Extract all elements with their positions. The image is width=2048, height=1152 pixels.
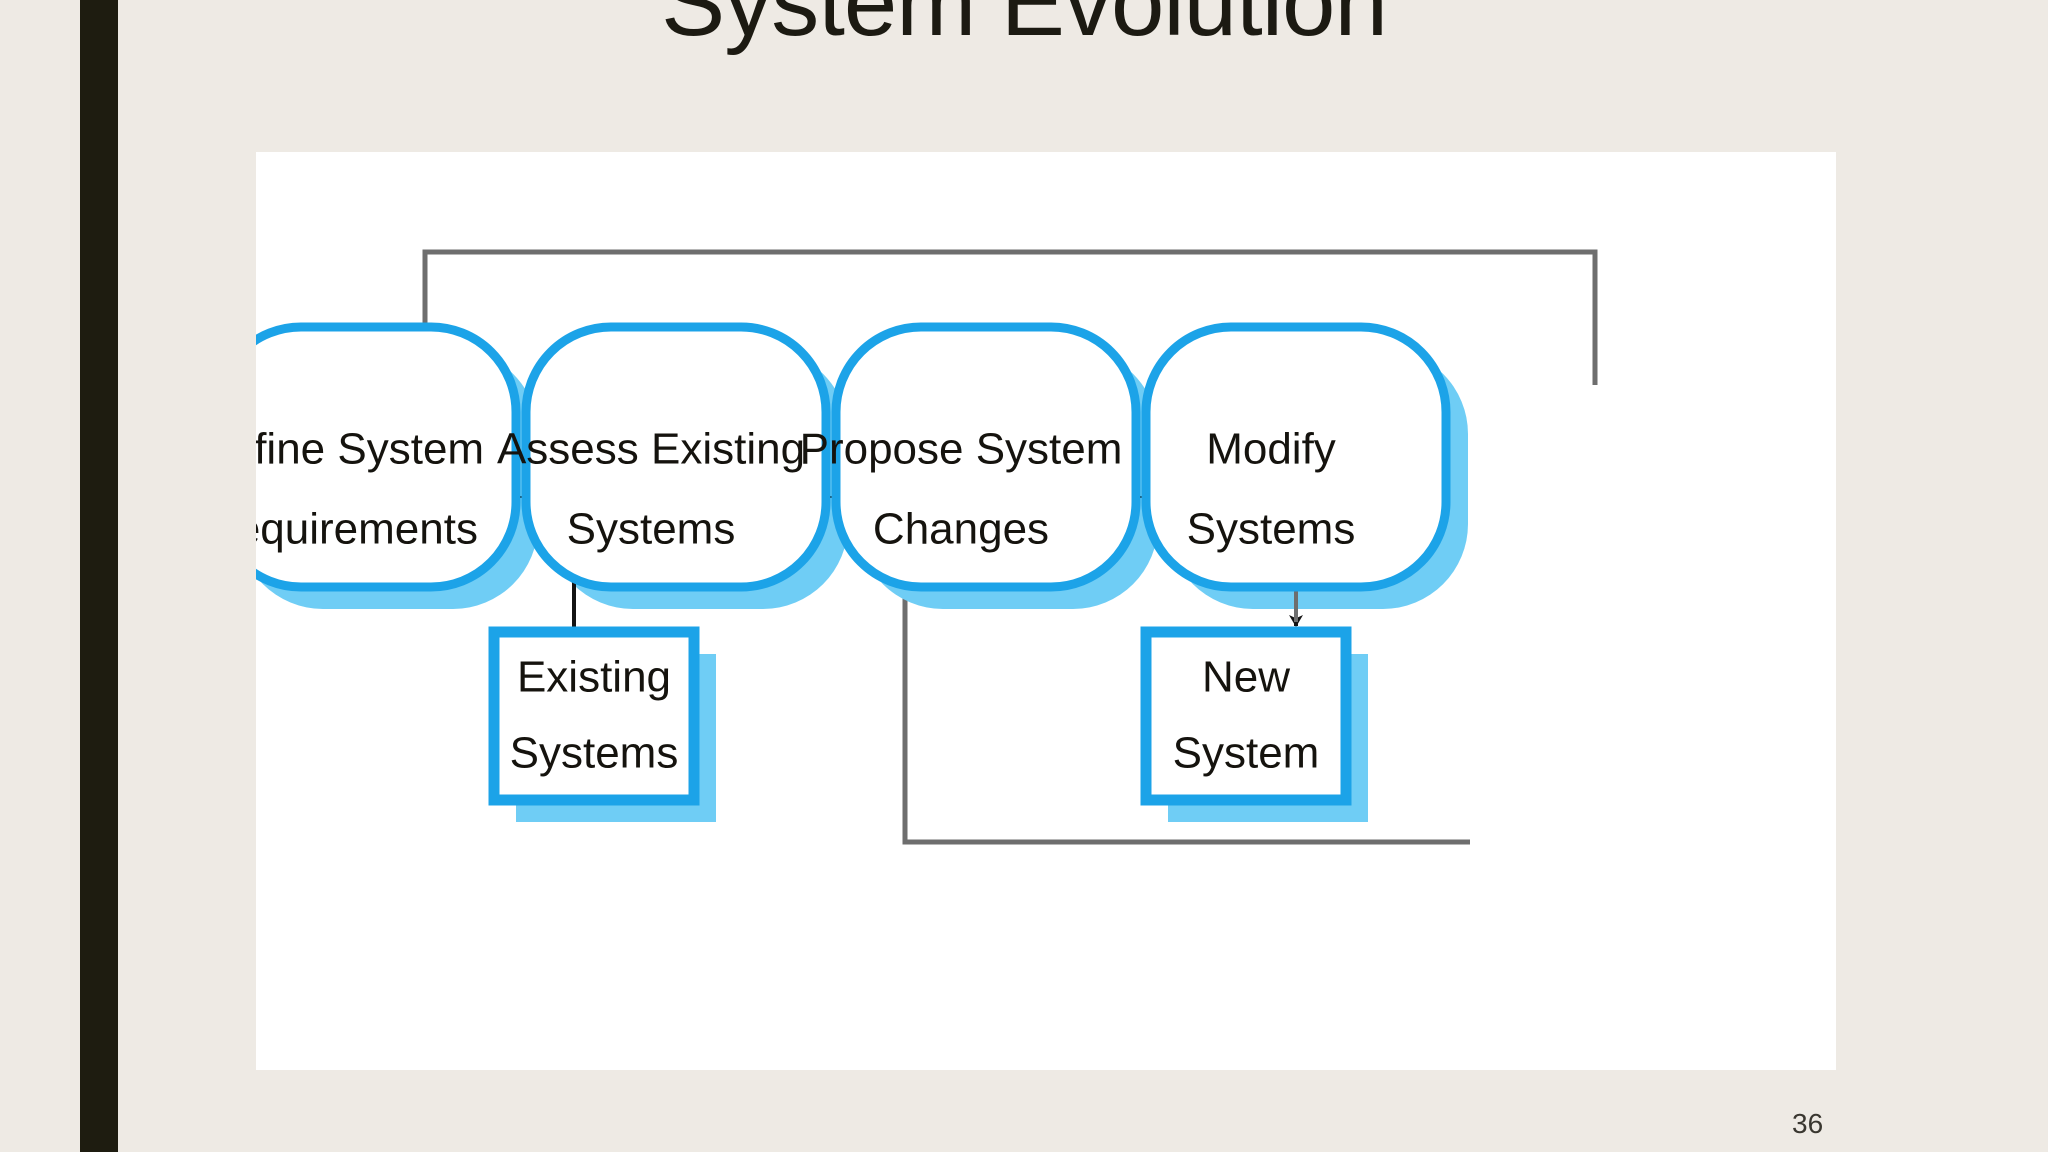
node-label-line1: Existing [517,653,671,702]
process-node-define-system-requirements[interactable]: Define System Requirements [256,322,521,592]
page-title: System Evolution [661,0,1388,56]
node-label-line2: Systems [567,505,736,554]
node-label-line2: Requirements [256,505,478,554]
slide-accent-bar [80,0,118,1152]
data-node-new-system[interactable]: New System [1140,626,1352,806]
slide-page-number: 36 [1792,1108,1824,1139]
node-label-line1: Define System [256,425,484,474]
process-node-propose-system-changes[interactable]: Propose System Changes [800,322,1141,592]
node-label-line2: Changes [873,505,1049,554]
process-node-modify-systems[interactable]: Modify Systems [1141,322,1451,592]
data-node-existing-systems[interactable]: Existing Systems [488,626,700,806]
diagram-panel: Define System Requirements Assess Existi… [256,152,1836,1070]
node-label-line1: New [1202,653,1290,702]
system-evolution-flowchart: Define System Requirements Assess Existi… [256,249,1598,845]
process-node-assess-existing-systems[interactable]: Assess Existing Systems [497,322,831,592]
node-label-line1: Assess Existing [497,425,805,474]
node-label-line1: Modify [1206,425,1336,474]
node-label-line1: Propose System [800,425,1123,474]
node-label-line2: System [1173,729,1320,778]
node-label-line2: Systems [1187,505,1356,554]
node-label-line2: Systems [510,729,679,778]
